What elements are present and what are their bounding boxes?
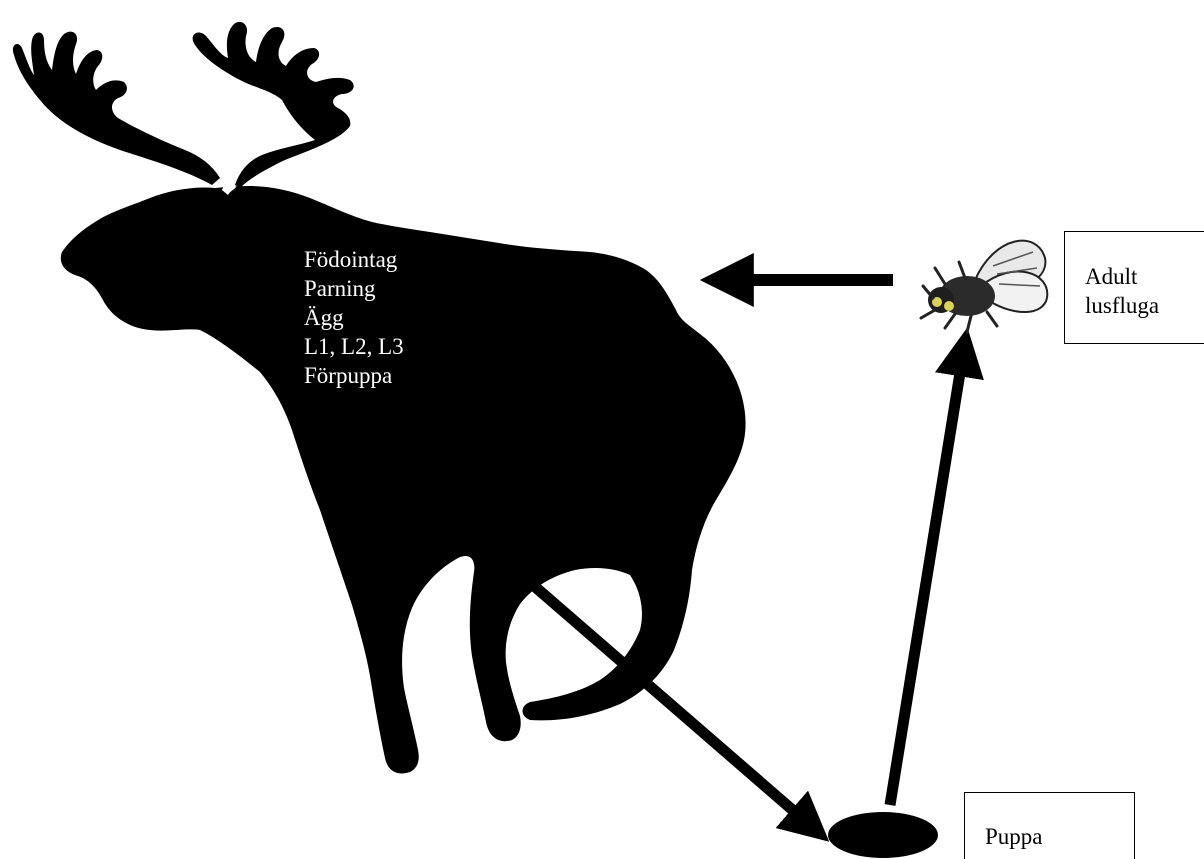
adult-label-line1: Adult	[1085, 262, 1159, 291]
arrow-pupa-to-adult	[890, 342, 965, 805]
moose-silhouette	[13, 22, 746, 774]
moose-stage-list: Födointag Parning Ägg L1, L2, L3 Förpupp…	[304, 245, 404, 390]
adult-label-line2: lusfluga	[1085, 291, 1159, 320]
adult-label-text: Adult lusfluga	[1085, 262, 1159, 320]
louse-fly-icon	[921, 241, 1047, 332]
pupa-label: Puppa	[964, 792, 1135, 859]
stage-prepupa: Förpuppa	[304, 361, 404, 390]
pupa-label-text: Puppa	[985, 822, 1043, 851]
pupa-ellipse	[828, 812, 938, 858]
adult-louse-fly-label: Adult lusfluga	[1064, 231, 1204, 344]
stage-larvae: L1, L2, L3	[304, 332, 404, 361]
stage-mating: Parning	[304, 274, 404, 303]
stage-feeding: Födointag	[304, 245, 404, 274]
stage-eggs: Ägg	[304, 303, 404, 332]
